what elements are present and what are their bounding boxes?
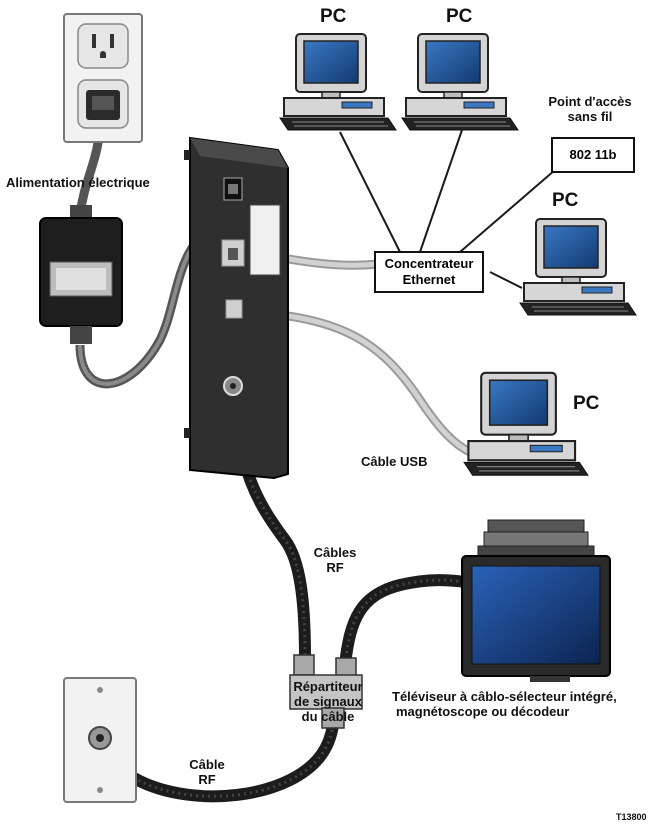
access-point-label: Point d'accès sans fil [540, 94, 640, 125]
rf-cable-label-line1: Câble [189, 757, 225, 772]
rf-cables-label: Câbles RF [300, 545, 370, 576]
pc-label-2: PC [446, 6, 473, 27]
rf-cable-tv [339, 574, 467, 666]
splitter-label-line1: Répartiteur [293, 679, 363, 694]
access-point-label-line2: sans fil [567, 108, 613, 124]
pc-4-icon [463, 371, 589, 477]
cable-modem [184, 136, 289, 480]
pc-3-icon [518, 217, 638, 317]
splitter-label-line3: du câble [301, 708, 355, 724]
rf-cable-label: Câble RF [182, 757, 232, 788]
power-adapter [39, 205, 123, 344]
rf-cables-label-line2: RF [326, 559, 344, 575]
usb-cable-label: Câble USB [361, 454, 428, 469]
hub-label-line2: Ethernet [402, 271, 456, 287]
pc-label-4: PC [573, 393, 600, 414]
television-label-line1: Téléviseur à câblo-sélecteur intégré, [392, 689, 617, 704]
power-supply-label: Alimentation électrique [6, 175, 150, 190]
pc-2-icon [401, 33, 519, 131]
rf-cables-label-line1: Câbles [313, 545, 357, 560]
pc-label-1: PC [320, 6, 347, 27]
television-label: Téléviseur à câblo-sélecteur intégré, ma… [392, 689, 617, 720]
access-point-label-line1: Point d'accès [548, 94, 632, 109]
rf-cable-label-line2: RF [198, 771, 216, 787]
pc-1-icon [279, 33, 397, 131]
television-icon [461, 519, 611, 682]
cable-splitter-icon [289, 654, 363, 729]
ethernet-hub-box: Concentrateur Ethernet [374, 251, 484, 293]
ethernet-cables [339, 129, 556, 289]
wireless-access-point-box: 802 11b [551, 137, 635, 173]
splitter-label: Répartiteur de signaux du câble [280, 679, 376, 725]
figure-id: T13800 [616, 812, 647, 822]
hub-label-line1: Concentrateur [384, 256, 474, 271]
wall-power-outlet [63, 13, 143, 143]
television-label-line2: magnétoscope ou décodeur [396, 703, 570, 719]
pc-label-3: PC [552, 190, 579, 211]
splitter-label-line2: de signaux [294, 693, 362, 709]
wall-coax-outlet [63, 677, 137, 803]
